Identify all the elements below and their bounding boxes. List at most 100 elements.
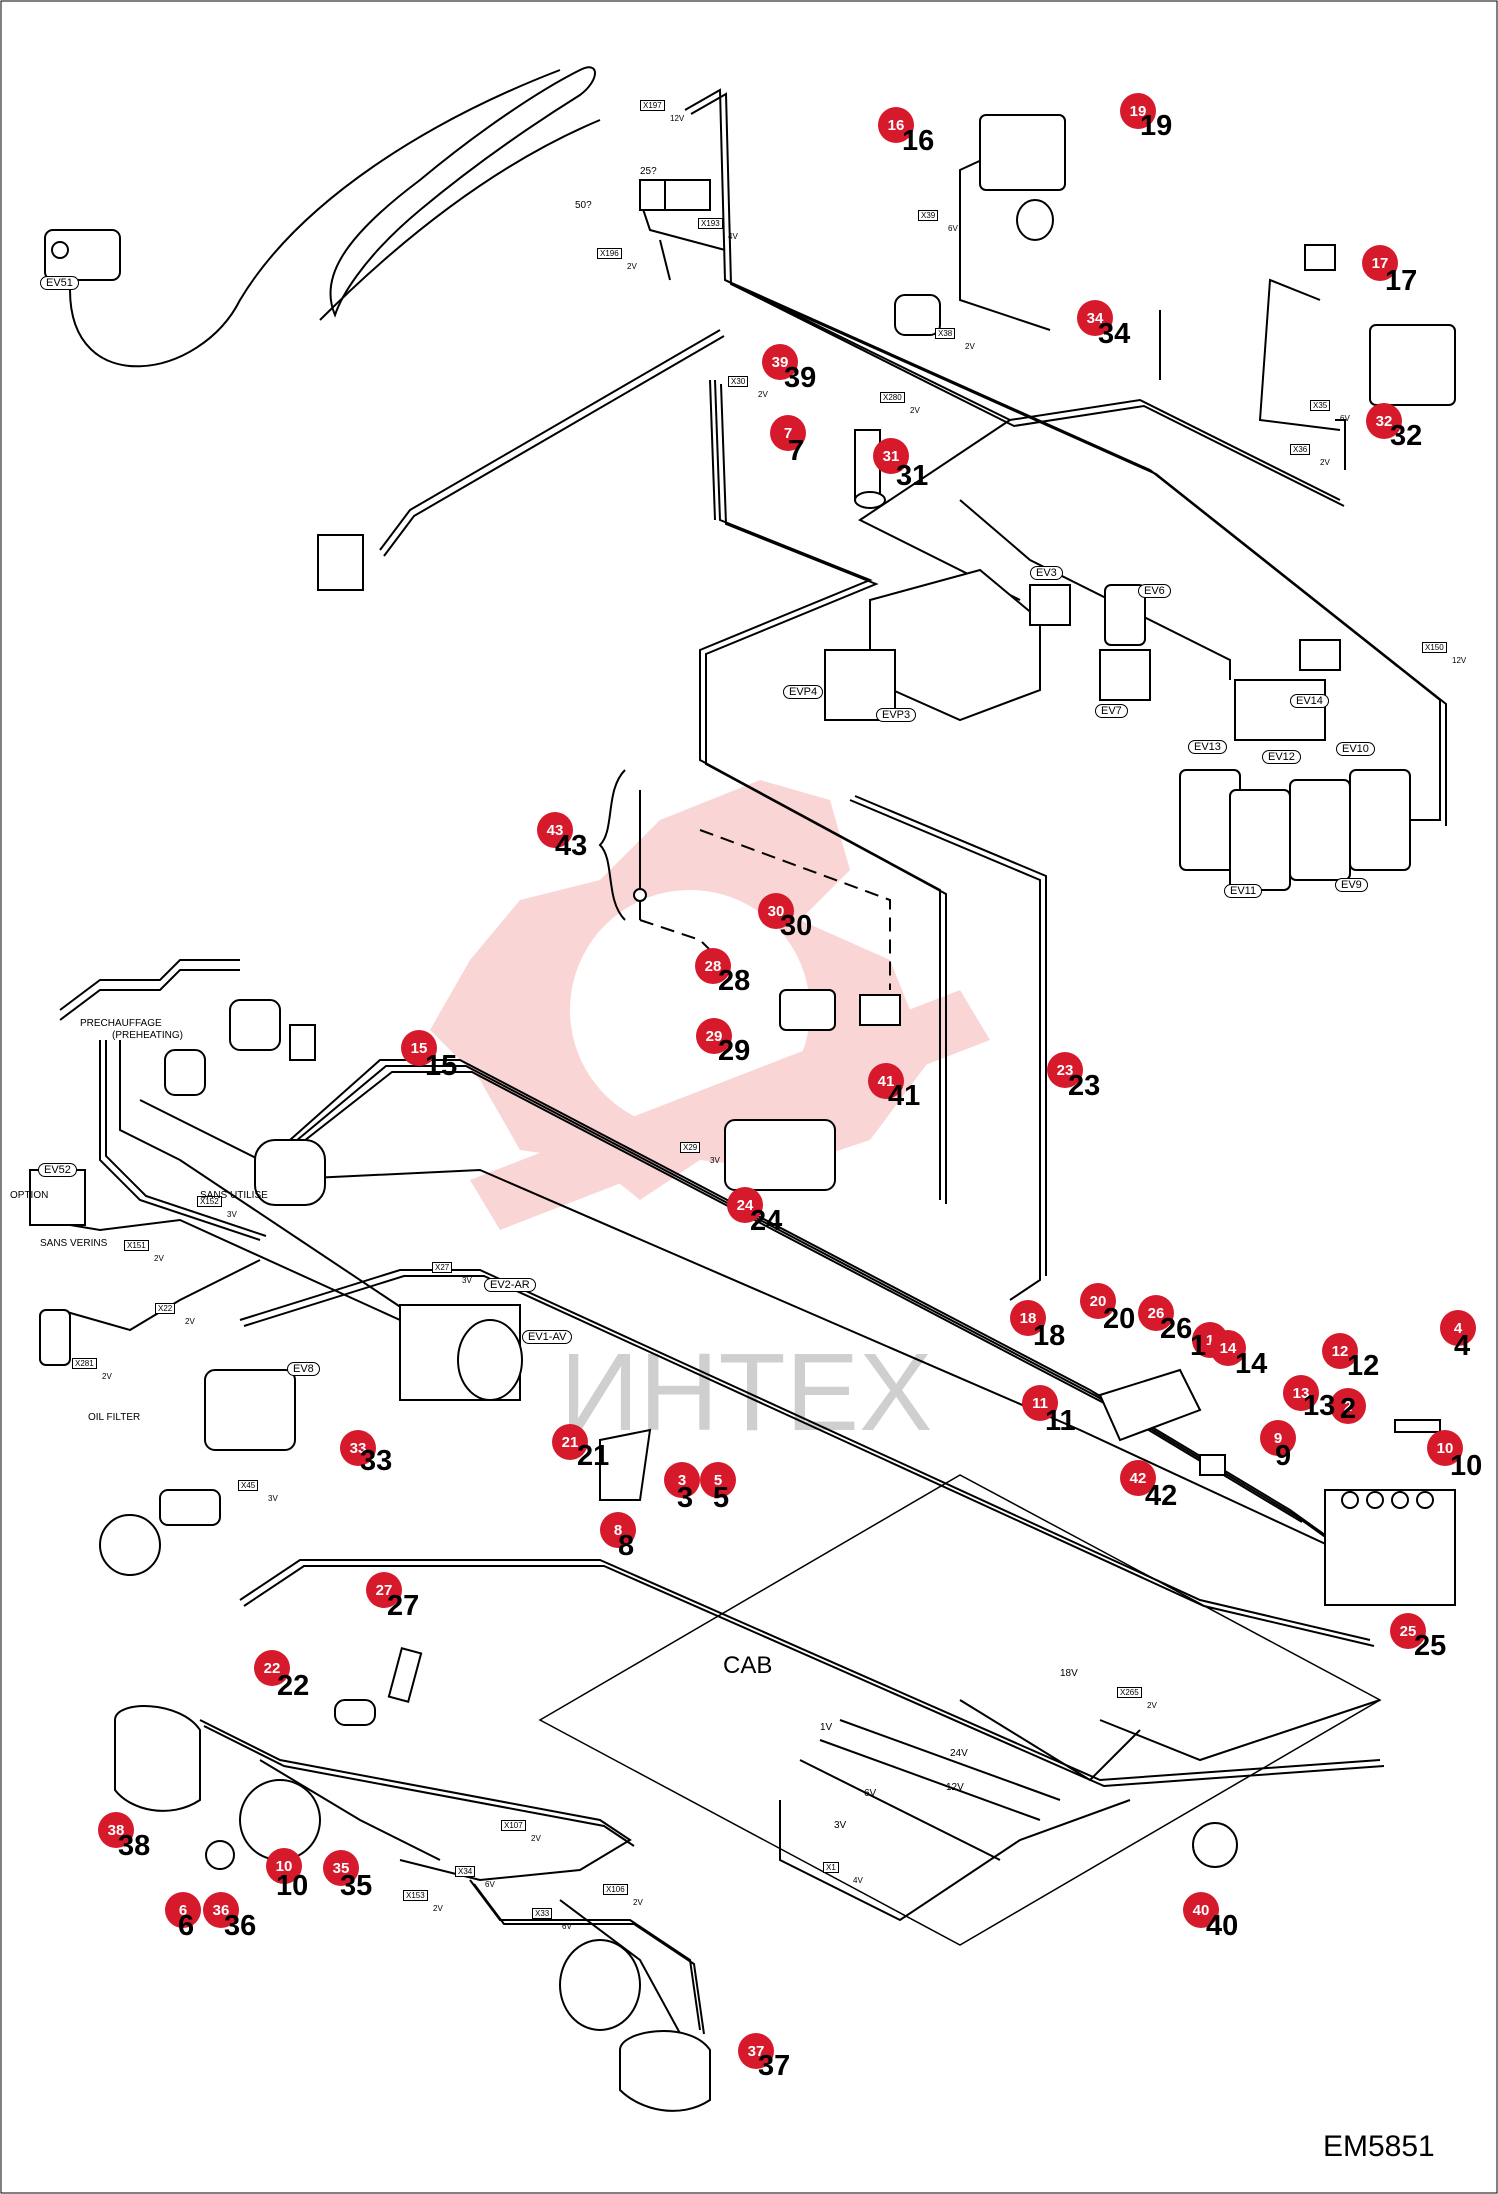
part-number-21: 21 bbox=[577, 1440, 610, 1472]
ev-label-ev14: EV14 bbox=[1290, 694, 1329, 708]
callout-bubble-10[interactable]: 10 bbox=[1427, 1430, 1463, 1466]
brace-43 bbox=[598, 769, 626, 921]
connector-x150: X150 bbox=[1422, 642, 1447, 653]
connector-x38: X38 bbox=[935, 328, 956, 339]
part-number-43: 43 bbox=[555, 830, 588, 862]
connector-voltage-x107: 2V bbox=[531, 1834, 541, 1843]
connector-x45: X45 bbox=[238, 1480, 259, 1491]
callout-bubble-32[interactable]: 32 bbox=[1366, 403, 1402, 439]
callout-bubble-7[interactable]: 7 bbox=[770, 415, 806, 451]
dashed-leader bbox=[699, 829, 891, 990]
ev-label-ev9: EV9 bbox=[1335, 878, 1368, 892]
wire-label-2: PRECHAUFFAGE bbox=[80, 1018, 162, 1029]
wire-label-5: SANS VERINS bbox=[40, 1238, 108, 1249]
callout-bubble-33[interactable]: 33 bbox=[340, 1430, 376, 1466]
wire-label-0: 50? bbox=[575, 200, 592, 211]
connector-voltage-x33: 6V bbox=[562, 1922, 572, 1931]
ev-label-ev1-av: EV1-AV bbox=[522, 1330, 573, 1344]
connector-voltage-x38: 2V bbox=[965, 342, 975, 351]
ev-label-ev7: EV7 bbox=[1095, 704, 1128, 718]
callout-bubble-4[interactable]: 4 bbox=[1440, 1310, 1476, 1346]
callout-bubble-11[interactable]: 11 bbox=[1022, 1385, 1058, 1421]
connector-voltage-x106: 2V bbox=[633, 1898, 643, 1907]
callout-bubble-38[interactable]: 38 bbox=[98, 1812, 134, 1848]
connector-x106: X106 bbox=[603, 1884, 628, 1895]
starter-motor bbox=[254, 1139, 326, 1206]
part-number-37: 37 bbox=[758, 2050, 791, 2082]
callout-bubble-12[interactable]: 12 bbox=[1322, 1333, 1358, 1369]
callout-bubble-15[interactable]: 15 bbox=[401, 1030, 437, 1066]
connector-x1: X1 bbox=[823, 1862, 839, 1873]
connector-x151: X151 bbox=[124, 1240, 149, 1251]
callout-bubble-6[interactable]: 6 bbox=[165, 1892, 201, 1928]
ev-label-ev8: EV8 bbox=[287, 1362, 320, 1376]
connector-x197: X197 bbox=[640, 100, 665, 111]
callout-bubble-27[interactable]: 27 bbox=[366, 1572, 402, 1608]
part-number-23: 23 bbox=[1068, 1070, 1101, 1102]
callout-bubble-31[interactable]: 31 bbox=[873, 438, 909, 474]
connector-x29: X29 bbox=[680, 1142, 701, 1153]
callout-bubble-26[interactable]: 26 bbox=[1138, 1295, 1174, 1331]
part-number-4: 4 bbox=[1454, 1330, 1471, 1362]
callout-bubble-5[interactable]: 5 bbox=[700, 1462, 736, 1498]
callout-bubble-35[interactable]: 35 bbox=[323, 1850, 359, 1886]
callout-bubble-22[interactable]: 22 bbox=[254, 1650, 290, 1686]
part-number-15: 15 bbox=[425, 1050, 458, 1082]
wire-label-12: 6V bbox=[864, 1788, 877, 1799]
callout-bubble-2[interactable]: 2 bbox=[1330, 1388, 1366, 1424]
callout-bubble-29[interactable]: 29 bbox=[696, 1018, 732, 1054]
part-number-5: 5 bbox=[713, 1482, 730, 1514]
watermark-logo bbox=[430, 780, 990, 1230]
callout-bubble-37[interactable]: 37 bbox=[738, 2033, 774, 2069]
callout-bubble-24[interactable]: 24 bbox=[727, 1187, 763, 1223]
ev-label-evp3: EVP3 bbox=[876, 708, 917, 722]
part-number-10: 10 bbox=[1450, 1450, 1483, 1482]
ev-label-ev11: EV11 bbox=[1224, 884, 1263, 898]
wire-label-7: OIL FILTER bbox=[88, 1412, 141, 1423]
callout-bubble-39[interactable]: 39 bbox=[762, 344, 798, 380]
part-number-27: 27 bbox=[387, 1590, 420, 1622]
ev-label-evp4: EVP4 bbox=[783, 685, 824, 699]
callout-bubble-9[interactable]: 9 bbox=[1260, 1420, 1296, 1456]
callout-bubble-19[interactable]: 19 bbox=[1120, 93, 1156, 129]
callout-bubble-8[interactable]: 8 bbox=[600, 1512, 636, 1548]
callout-bubble-30[interactable]: 30 bbox=[758, 893, 794, 929]
callout-bubble-41[interactable]: 41 bbox=[868, 1063, 904, 1099]
callout-bubble-21[interactable]: 21 bbox=[552, 1424, 588, 1460]
cab-label: CAB bbox=[723, 1652, 773, 1679]
callout-bubble-20[interactable]: 20 bbox=[1080, 1283, 1116, 1319]
callout-bubble-42[interactable]: 42 bbox=[1120, 1460, 1156, 1496]
callout-bubble-28[interactable]: 28 bbox=[695, 948, 731, 984]
part-number-9: 9 bbox=[1275, 1440, 1292, 1472]
callout-bubble-16[interactable]: 16 bbox=[878, 107, 914, 143]
callout-bubble-14[interactable]: 14 bbox=[1210, 1330, 1246, 1366]
callout-bubble-34[interactable]: 34 bbox=[1077, 300, 1113, 336]
callout-bubble-13[interactable]: 13 bbox=[1283, 1375, 1319, 1411]
connector-voltage-x153: 2V bbox=[433, 1904, 443, 1913]
callout-bubble-36[interactable]: 36 bbox=[203, 1892, 239, 1928]
connector-x35: X35 bbox=[1310, 400, 1331, 411]
part-number-12: 12 bbox=[1347, 1350, 1380, 1382]
callout-bubble-43[interactable]: 43 bbox=[537, 812, 573, 848]
battery bbox=[1324, 1489, 1456, 1606]
callout-bubble-23[interactable]: 23 bbox=[1047, 1052, 1083, 1088]
connector-voltage-x1: 4V bbox=[853, 1876, 863, 1885]
callout-bubble-10[interactable]: 10 bbox=[266, 1848, 302, 1884]
callout-bubble-3[interactable]: 3 bbox=[664, 1462, 700, 1498]
work-lamp bbox=[317, 534, 364, 591]
wire-label-4: OPTION bbox=[10, 1190, 49, 1201]
wire-label-11: 1V bbox=[820, 1722, 833, 1733]
part-number-24: 24 bbox=[750, 1205, 783, 1237]
connector-x107: X107 bbox=[501, 1820, 526, 1831]
callout-bubble-25[interactable]: 25 bbox=[1390, 1613, 1426, 1649]
ev-label-ev2-ar: EV2-AR bbox=[484, 1278, 536, 1292]
ev-label-ev52: EV52 bbox=[38, 1163, 77, 1177]
connector-voltage-x151: 2V bbox=[154, 1254, 164, 1263]
part-number-17: 17 bbox=[1385, 265, 1418, 297]
ev-label-ev3: EV3 bbox=[1030, 566, 1063, 580]
callout-bubble-40[interactable]: 40 bbox=[1183, 1892, 1219, 1928]
callout-bubble-17[interactable]: 17 bbox=[1362, 245, 1398, 281]
callout-bubble-18[interactable]: 18 bbox=[1010, 1300, 1046, 1336]
